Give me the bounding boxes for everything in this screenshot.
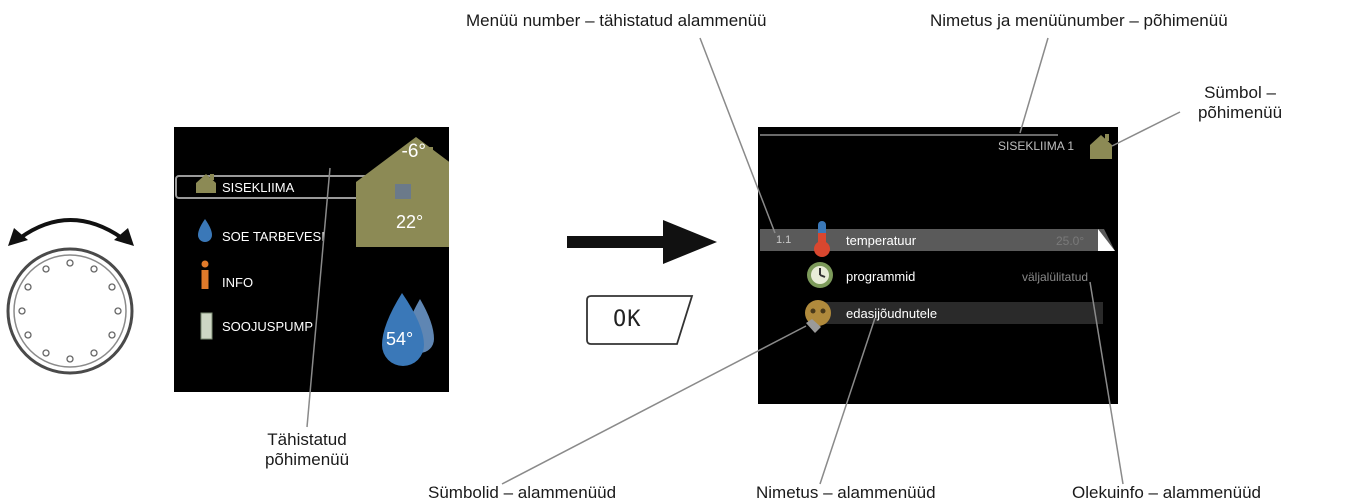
callout-marked-main-line1: Tähistatud — [267, 430, 347, 449]
sub-menu-item-edasijoudnutele[interactable]: edasijõudnutele — [846, 306, 938, 321]
pointer-symbol-main — [1111, 111, 1181, 147]
pointer-status-sub — [1089, 281, 1124, 485]
sub-menu-number: 1.1 — [776, 234, 792, 246]
info-icon — [201, 260, 209, 289]
sub-menu-status-programmid: väljalülitatud — [1022, 270, 1089, 284]
callout-symbol-main-line1: Sümbol – — [1204, 83, 1276, 102]
main-menu-item-info[interactable]: INFO — [222, 275, 254, 290]
main-menu-symbol-icon — [1090, 134, 1112, 159]
callout-title-number: Nimetus ja menüünumber – põhimenüü — [930, 11, 1228, 30]
main-menu-item-soojuspump[interactable]: SOOJUSPUMP — [222, 319, 314, 334]
pointer-symbols-sub — [501, 325, 807, 485]
heat-pump-icon — [200, 312, 213, 340]
water-drop-icon — [198, 219, 212, 242]
pointer-menu-number — [699, 37, 776, 234]
callout-symbol-main: Sümbol – põhimenüü — [1180, 83, 1300, 124]
callout-menu-number: Menüü number – tähistatud alammenüü — [466, 11, 767, 30]
callout-symbols-sub: Sümbolid – alammenüüd — [428, 483, 617, 502]
hot-water-temperature: 54° — [386, 329, 414, 349]
sub-menu-status-temperatuur: 25.0° — [1056, 234, 1085, 248]
clock-icon — [807, 262, 833, 288]
callout-status-sub: Olekuinfo – alammenüüd — [1072, 483, 1262, 502]
thermometer-icon — [814, 221, 830, 257]
house-icon — [196, 174, 216, 193]
callout-marked-main-line2: põhimenüü — [264, 450, 350, 470]
outdoor-temperature: -6° — [401, 141, 427, 162]
right-arrow-icon — [567, 220, 717, 264]
big-water-drop-icon — [382, 293, 434, 366]
sub-menu-item-programmid[interactable]: programmid — [846, 269, 916, 284]
control-knob-illustration — [6, 218, 134, 375]
main-menu-screen: SISEKLIIMA SOE TARBEVESI INFO SOOJUSPUMP… — [174, 127, 449, 392]
sub-menu-screen: SISEKLIIMA 1 1.1 temperatuur 25.0° progr… — [758, 127, 1118, 404]
big-house-icon — [356, 137, 449, 247]
ok-button[interactable]: OK — [585, 294, 695, 346]
callout-symbol-main-line2: põhimenüü — [1197, 103, 1283, 123]
ok-button-shape — [586, 295, 694, 345]
callout-marked-main: Tähistatud põhimenüü — [242, 430, 372, 471]
indoor-temperature: 22° — [396, 212, 424, 232]
selected-row-bar — [760, 229, 1115, 251]
control-knob[interactable] — [6, 247, 134, 375]
main-menu-item-sisekliima[interactable]: SISEKLIIMA — [222, 180, 295, 195]
advanced-row-bar — [818, 302, 1103, 324]
advanced-icon — [805, 300, 831, 333]
main-menu-item-soe-tarbevesi[interactable]: SOE TARBEVESI — [222, 229, 325, 244]
ok-button-label: OK — [613, 307, 642, 332]
pointer-name-sub — [819, 317, 876, 485]
pointer-marked-main — [306, 167, 331, 428]
main-screen-graphics — [175, 137, 449, 366]
sub-screen-graphics — [760, 134, 1115, 333]
rotate-arrow-icon — [8, 218, 134, 246]
pointer-title-number — [1019, 37, 1049, 134]
callout-name-sub: Nimetus – alammenüüd — [756, 483, 936, 502]
sub-menu-title: SISEKLIIMA 1 — [998, 139, 1075, 153]
sub-menu-item-temperatuur[interactable]: temperatuur — [846, 233, 917, 248]
